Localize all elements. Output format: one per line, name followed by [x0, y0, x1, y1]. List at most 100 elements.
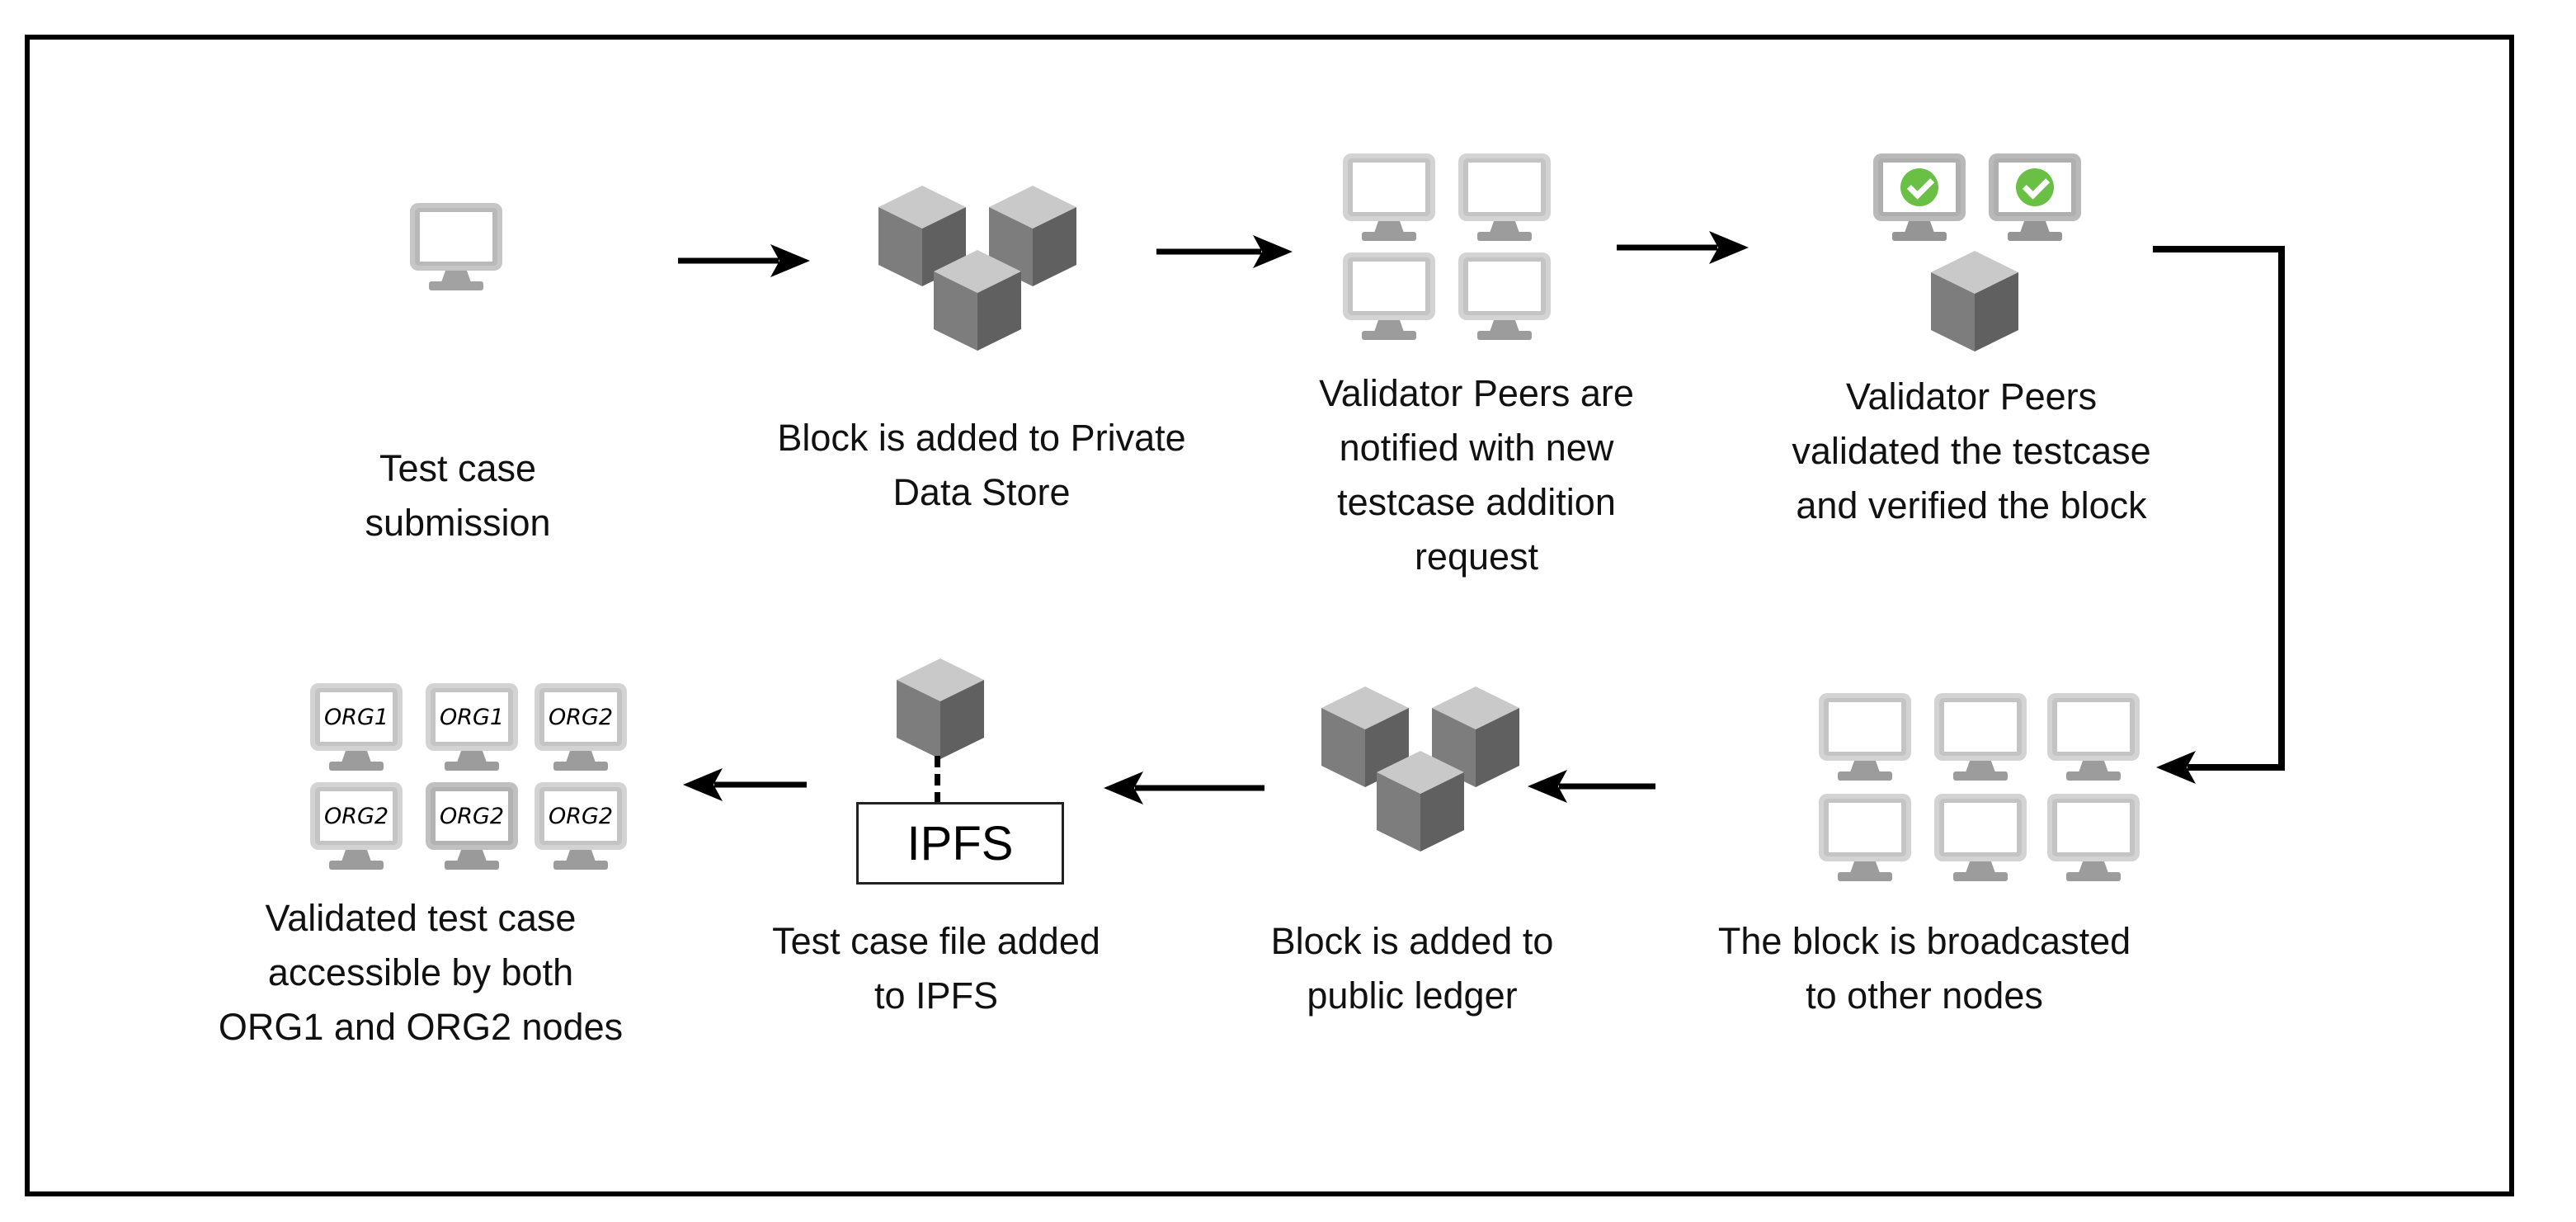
- monitor-icon: [1989, 153, 2081, 241]
- monitor-screen: ORG2: [544, 692, 617, 742]
- caption-line: submission: [365, 502, 551, 544]
- monitor-screen: ORG2: [320, 791, 393, 841]
- checkmark-icon: [2016, 168, 2054, 206]
- monitor-screen: ORG1: [436, 692, 508, 742]
- org-screen-label: ORG1: [439, 704, 505, 730]
- step-caption-validators-validated: Validator Peers validated the testcase a…: [1720, 370, 2223, 533]
- caption-line: Validator Peers are: [1319, 372, 1634, 414]
- arrow-left-icon: [1104, 771, 1264, 804]
- step-caption-test-case-submission: Test case submission: [272, 441, 643, 550]
- monitor-icon: [410, 203, 502, 290]
- cube-icon: [1931, 251, 2018, 352]
- monitor-base: [2066, 771, 2121, 781]
- step-caption-block-broadcast: The block is broadcasted to other nodes: [1677, 914, 2172, 1023]
- monitor-screen: ORG2: [544, 791, 617, 841]
- monitor-screen: ORG2: [436, 791, 508, 841]
- blocks-icon: [1321, 686, 1519, 852]
- monitor-stand: [2079, 761, 2108, 772]
- caption-line: to IPFS: [874, 974, 999, 1017]
- monitor-base: [553, 861, 608, 870]
- caption-line: Data Store: [892, 471, 1071, 513]
- caption-line: request: [1414, 536, 1539, 578]
- monitor-base: [1362, 331, 1416, 340]
- monitor-base: [329, 861, 384, 870]
- monitor-base: [1953, 872, 2008, 881]
- monitor-base: [1892, 232, 1947, 241]
- caption-line: The block is broadcasted: [1717, 920, 2131, 962]
- monitor-screen: [1829, 803, 1901, 852]
- monitor-base: [429, 281, 483, 290]
- dashed-link: [935, 756, 940, 804]
- monitor-icon: [1458, 153, 1551, 241]
- monitor-base: [2008, 232, 2062, 241]
- caption-line: Validated test case: [265, 897, 577, 939]
- caption-line: ORG1 and ORG2 nodes: [218, 1006, 624, 1048]
- monitor-icon: [1873, 153, 1966, 241]
- org-screen-label: ORG2: [323, 803, 389, 829]
- step-caption-public-ledger: Block is added to public ledger: [1165, 914, 1660, 1023]
- monitor-stand: [1374, 320, 1404, 332]
- monitor-screen: [1944, 702, 2017, 752]
- caption-line: Test case: [379, 447, 537, 489]
- monitor-icon-org2: ORG2: [535, 683, 627, 771]
- caption-line: public ledger: [1307, 974, 1518, 1017]
- monitor-screen: ORG1: [320, 692, 393, 742]
- monitor-icon-org1: ORG1: [426, 683, 518, 771]
- monitor-icon: [1934, 794, 2027, 881]
- monitor-screen: [420, 212, 492, 262]
- org-screen-label: ORG2: [548, 704, 614, 730]
- caption-line: Block is added to Private: [777, 417, 1186, 459]
- step-caption-private-data-store: Block is added to Private Data Store: [734, 411, 1229, 520]
- monitor-screen: [1353, 163, 1425, 212]
- monitor-base: [553, 762, 608, 771]
- arrow-right-icon: [1156, 235, 1293, 268]
- monitor-stand: [341, 850, 371, 861]
- arrow-left-icon: [1528, 770, 1655, 803]
- caption-line: Validator Peers: [1845, 375, 2098, 418]
- monitor-stand: [1374, 221, 1404, 233]
- monitor-base: [445, 861, 499, 870]
- monitor-screen: [1468, 163, 1541, 212]
- monitor-screen: [1999, 163, 2071, 212]
- monitor-screen: [1883, 163, 1956, 212]
- cube-icon: [897, 658, 984, 759]
- monitor-stand: [566, 850, 596, 861]
- monitor-screen: [1829, 702, 1901, 752]
- monitor-screen: [1353, 262, 1425, 311]
- blocks-icon: [878, 186, 1076, 351]
- arrow-right-icon: [678, 244, 810, 277]
- step-caption-validators-notified: Validator Peers are notified with new te…: [1229, 366, 1724, 584]
- monitor-screen: [1468, 262, 1541, 311]
- monitor-screen: [1944, 803, 2017, 852]
- monitor-icon: [2047, 693, 2140, 781]
- monitor-stand: [566, 751, 596, 762]
- org-screen-label: ORG2: [548, 803, 614, 829]
- monitor-stand: [457, 751, 487, 762]
- caption-line: and verified the block: [1796, 484, 2147, 526]
- monitor-icon: [1458, 252, 1551, 340]
- monitor-base: [1477, 331, 1532, 340]
- monitor-base: [1477, 232, 1532, 241]
- ipfs-box: IPFS: [856, 802, 1064, 885]
- monitor-icon: [1819, 794, 1911, 881]
- monitor-stand: [2020, 221, 2050, 233]
- monitor-icon: [2047, 794, 2140, 881]
- monitor-stand: [341, 751, 371, 762]
- arrow-right-icon: [1617, 231, 1749, 264]
- monitor-icon: [1343, 252, 1435, 340]
- elbow-connector-icon: [2153, 246, 2285, 784]
- monitor-base: [1838, 771, 1892, 781]
- monitor-stand: [1850, 861, 1880, 873]
- monitor-icon-org2: ORG2: [426, 782, 518, 870]
- org-screen-label: ORG2: [439, 803, 505, 829]
- monitor-base: [329, 762, 384, 771]
- monitor-base: [2066, 872, 2121, 881]
- monitor-icon-org2: ORG2: [535, 782, 627, 870]
- arrow-left-icon: [683, 768, 807, 801]
- caption-line: Test case file added: [772, 920, 1100, 962]
- monitor-stand: [457, 850, 487, 861]
- monitor-base: [445, 762, 499, 771]
- caption-line: notified with new: [1339, 427, 1614, 469]
- caption-line: validated the testcase: [1792, 430, 2151, 472]
